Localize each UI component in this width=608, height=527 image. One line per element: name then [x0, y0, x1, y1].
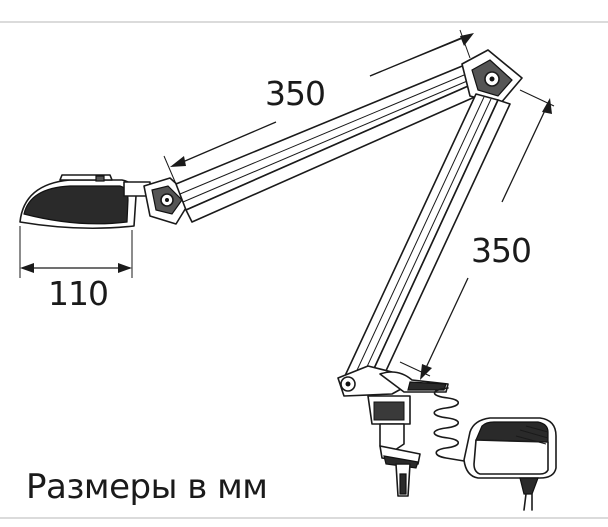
lower-arm-dimension-label: 350 — [471, 231, 531, 270]
table-clamp — [367, 395, 421, 497]
units-caption: Размеры в мм — [26, 467, 267, 507]
dimension-lower-arm — [399, 89, 555, 380]
head-width-dimension-label: 110 — [48, 274, 108, 313]
base-hinge — [337, 365, 449, 397]
lamp-head — [19, 174, 151, 230]
coiled-cord — [433, 387, 471, 463]
power-adapter — [463, 417, 557, 511]
upper-arm-dimension-label: 350 — [265, 74, 325, 113]
dimension-upper-arm — [163, 29, 474, 185]
dimension-head-width — [19, 226, 133, 278]
elbow-hinge — [461, 49, 523, 105]
